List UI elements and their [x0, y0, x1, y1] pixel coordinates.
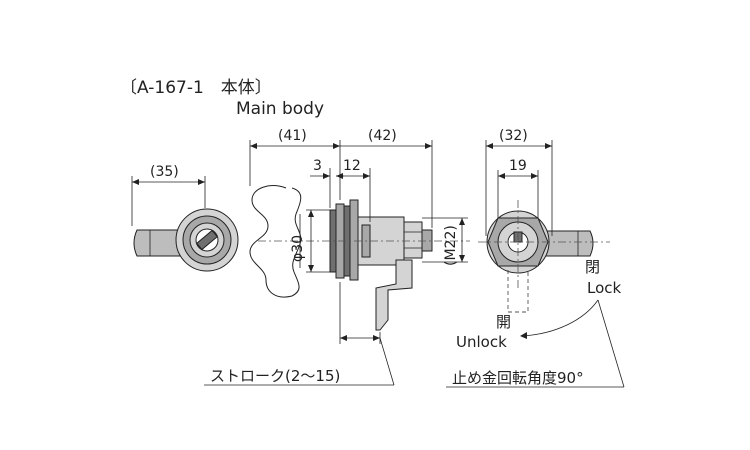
threaded-shaft: [403, 221, 423, 259]
rotation-label: 止め金回転角度90°: [452, 369, 584, 387]
rotation-arc: [521, 299, 599, 337]
dim-3: 3: [313, 158, 322, 174]
dim-19: 19: [509, 158, 527, 174]
front-lever: [133, 229, 183, 257]
rear-view: (32) 19 閉 Lock 開 Unlock 止め金回転角度90°: [446, 128, 625, 388]
stroke-label: ストローク(2〜15): [210, 367, 340, 385]
lock-en-label: Lock: [587, 279, 622, 297]
lock-jp-label: 閉: [585, 258, 600, 276]
unlock-lever-hidden: [507, 270, 529, 313]
unlock-en-label: Unlock: [456, 333, 507, 351]
title-english: Main body: [236, 99, 324, 119]
cam-arm: [375, 259, 413, 331]
title-code: 〔A-167-1 本体〕: [120, 78, 272, 98]
dim-41: (41): [278, 128, 307, 144]
rear-lever: [545, 230, 594, 257]
dim-phi30: φ30: [290, 235, 306, 262]
dim-m22: (M22): [443, 225, 459, 266]
dim-32: (32): [499, 128, 528, 144]
side-view: (41) (42) 3 12 φ30 (M22): [204, 128, 470, 386]
dim-35: (35): [150, 164, 179, 180]
end-cap: [421, 229, 433, 252]
dim-12: 12: [343, 158, 361, 174]
front-key-slot: [196, 229, 218, 251]
dim-42: (42): [368, 128, 397, 144]
unlock-jp-label: 開: [496, 313, 511, 331]
front-view: (35): [131, 164, 239, 272]
